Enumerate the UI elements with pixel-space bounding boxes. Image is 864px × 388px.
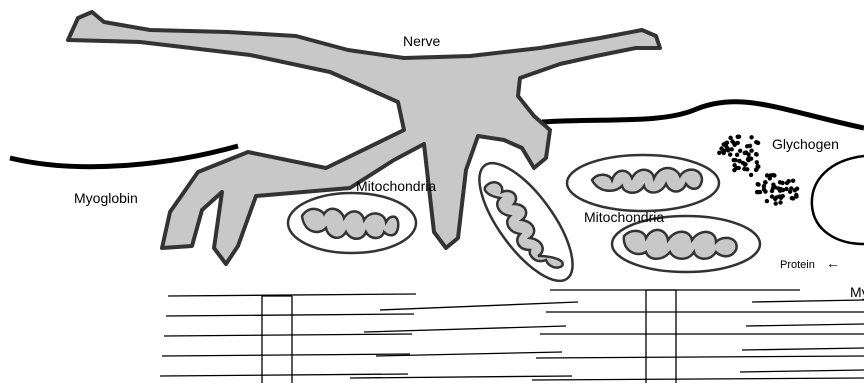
glycogen-granule xyxy=(735,153,739,157)
glycogen-granule xyxy=(770,189,774,193)
glycogen-granule xyxy=(749,149,753,153)
glycogen-granule xyxy=(763,180,767,184)
glycogen-granule xyxy=(749,135,753,139)
glycogen-granule xyxy=(743,162,747,166)
myofibrils xyxy=(160,290,864,383)
glycogen-granule xyxy=(736,141,740,145)
glycogen-granule xyxy=(781,194,785,198)
mitochondria-label-left: Mitochondria xyxy=(356,178,436,194)
mitochondria-label-right: Mitochondria xyxy=(584,209,664,225)
glycogen-granule xyxy=(748,144,752,148)
glycogen-granule xyxy=(791,179,795,183)
glycogen-granule xyxy=(754,140,758,144)
glycogen-granule xyxy=(781,188,785,192)
glycogen-granule xyxy=(774,201,778,205)
protein-arrow: ← xyxy=(826,255,840,271)
glycogen-granule xyxy=(732,168,736,172)
glycogen-granule xyxy=(728,136,732,140)
mitochondrion-top-right xyxy=(567,155,719,211)
mitochondrion-diagonal xyxy=(463,149,589,294)
glycogen-granule xyxy=(791,196,795,200)
glycogen-granule xyxy=(774,195,778,199)
glycogen-granule xyxy=(768,176,772,180)
glycogen-granule xyxy=(745,167,749,171)
glycogen-granule xyxy=(717,151,721,155)
glycogen-granule xyxy=(787,179,791,183)
glycogen-granule xyxy=(793,188,797,192)
nerve-label: Nerve xyxy=(403,33,441,49)
glycogen-granule xyxy=(763,189,767,193)
glycogen-granule xyxy=(728,152,732,156)
glycogen-granule xyxy=(778,180,782,184)
glycogen-granule xyxy=(756,182,760,186)
glycogen-granule xyxy=(762,184,766,188)
glycogen-granule xyxy=(776,186,780,190)
glycogen-granule xyxy=(732,163,736,167)
cropped-label: My xyxy=(850,284,864,300)
membrane-right xyxy=(542,102,864,128)
glycogen-granule xyxy=(772,173,776,177)
glycogen-granule xyxy=(725,141,729,145)
glycogen-granule xyxy=(738,149,742,153)
glycogen-granule xyxy=(794,193,798,197)
glycogen-granule xyxy=(765,199,769,203)
membrane-left xyxy=(10,146,238,167)
glychogen-label: Glychogen xyxy=(772,136,839,152)
glycogen-granule xyxy=(733,158,737,162)
glycogen-granule xyxy=(754,167,758,171)
glycogen-granule xyxy=(749,173,753,177)
protein-label: Protein xyxy=(780,259,815,271)
glycogen-granule xyxy=(755,190,759,194)
glycogen-granule xyxy=(754,152,758,156)
glycogen-granule xyxy=(743,151,747,155)
glycogen-granule xyxy=(788,190,792,194)
glycogen-granule xyxy=(722,149,726,153)
glycogen-granule xyxy=(771,183,775,187)
mitochondrion-left xyxy=(288,193,416,253)
glycogen-granule xyxy=(730,147,734,151)
myoglobin-label: Myoglobin xyxy=(74,190,138,206)
glycogen-granule xyxy=(737,166,741,170)
glycogen-granule xyxy=(746,157,750,161)
glycogen-granule xyxy=(755,160,759,164)
glycogen-granule xyxy=(778,200,782,204)
glycogen-granule xyxy=(736,135,740,139)
nucleus-outline xyxy=(812,156,864,244)
